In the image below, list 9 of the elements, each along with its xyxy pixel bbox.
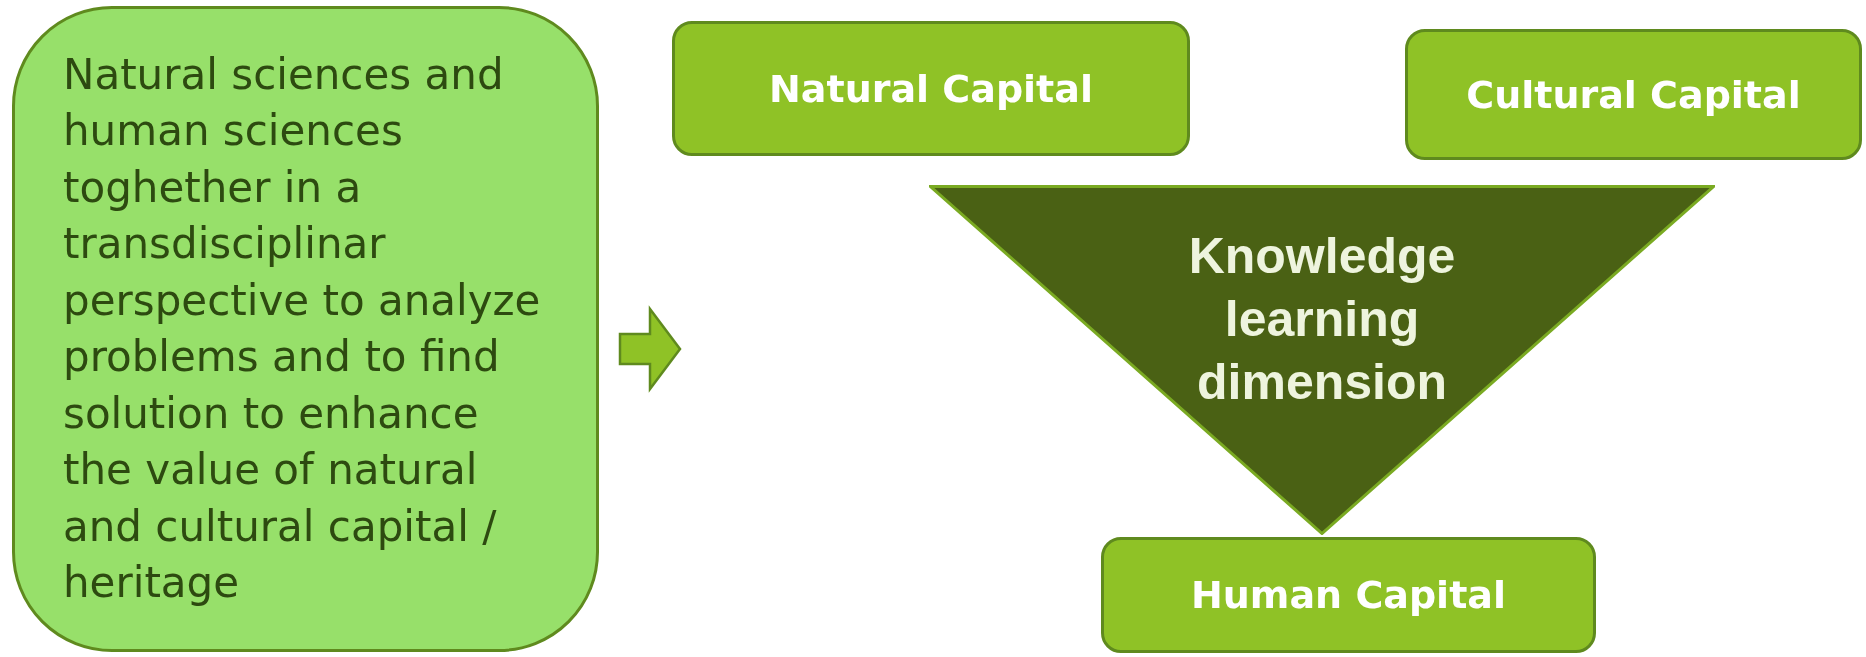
rounded-box	[672, 21, 1190, 156]
description-text: Natural sciences and human sciences toghether in a transdisciplinar perspective to analyze problems and to find solution to enhance the value of natural and cultural capital / heritage	[63, 48, 542, 609]
node-label: Knowledge learning dimension	[1187, 227, 1457, 412]
node-label: Human Capital	[1191, 573, 1506, 617]
rounded-box	[12, 6, 599, 652]
node-label: Natural Capital	[769, 66, 1093, 111]
rounded-box	[1101, 537, 1596, 653]
node-label: Cultural Capital	[1466, 72, 1801, 117]
rounded-box	[1405, 29, 1862, 160]
